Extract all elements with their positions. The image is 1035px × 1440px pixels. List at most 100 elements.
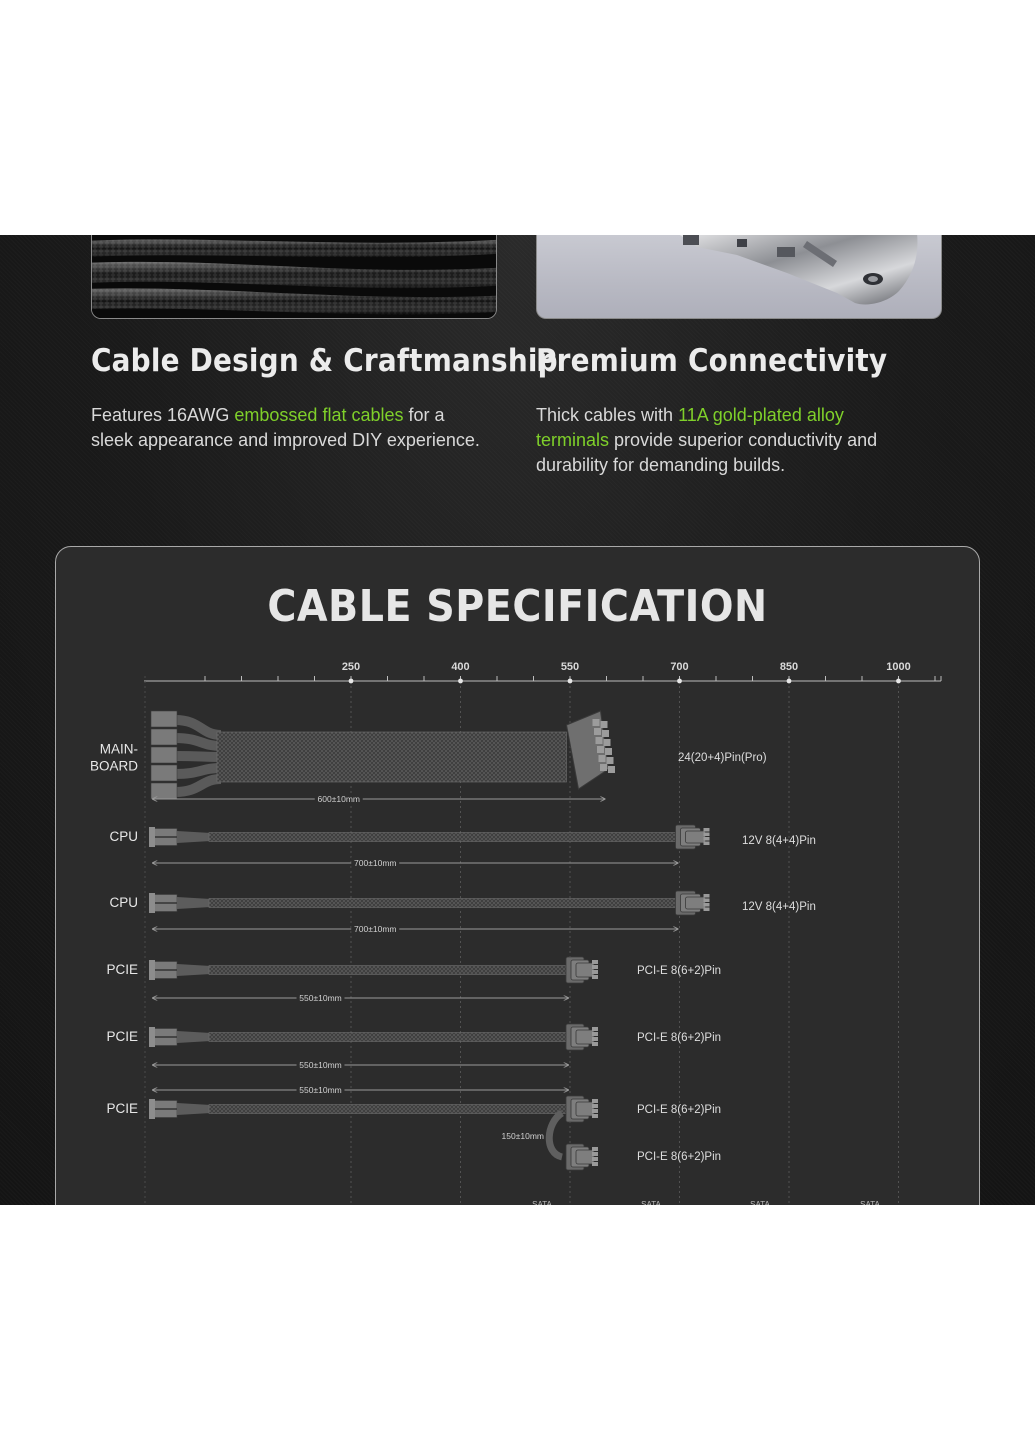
plug-pin-right <box>592 1147 598 1151</box>
plug-latch-left <box>149 1027 155 1047</box>
main-fanout-wire <box>174 733 222 751</box>
plug-pin-right <box>592 975 598 979</box>
cable-taper <box>177 897 211 909</box>
braided-cable-photo <box>91 235 497 319</box>
length-label: 700±10mm <box>354 858 396 868</box>
feature-title-connectivity: Premium Connectivity <box>536 343 888 379</box>
scale-major-dot <box>896 678 901 684</box>
main-connector-pin <box>606 757 614 764</box>
main-connector-pin <box>598 755 606 762</box>
main-connector-pin <box>595 737 603 744</box>
scale-major-dot <box>458 678 463 684</box>
length-label-bg <box>296 1084 345 1096</box>
length-label-bg <box>314 793 363 805</box>
feature-body-text: Thick cables with <box>536 405 679 425</box>
plug-housing-right <box>575 1101 595 1117</box>
plug-pin-right <box>592 1099 598 1103</box>
plug-housing-right <box>575 1029 595 1045</box>
length-label: 600±10mm <box>318 794 360 804</box>
feature-title-cable-design: Cable Design & Craftmanship <box>91 343 558 379</box>
cable-braid <box>209 1104 566 1114</box>
cable-category-label: BOARD <box>90 759 138 774</box>
length-label-bg <box>296 992 345 1004</box>
plug-pin-right <box>592 1157 598 1161</box>
plug-pin-right <box>592 1032 598 1036</box>
connector-label: 12V 8(4+4)Pin <box>742 901 816 913</box>
sata-label: SATA <box>750 1200 770 1205</box>
plug-pin-right <box>592 1104 598 1108</box>
scale-tick-label: 250 <box>342 661 360 673</box>
plug-pin-right <box>592 1114 598 1118</box>
connector-label: PCI-E 8(6+2)Pin <box>637 1104 721 1116</box>
main-connector-pin <box>603 739 611 746</box>
sata-label: SATA <box>860 1200 880 1205</box>
connector-label: PCI-E 8(6+2)Pin <box>637 965 721 977</box>
braided-cable-image <box>92 235 496 318</box>
cable-category-label: PCIE <box>106 962 138 977</box>
main-connector-pin <box>600 764 607 771</box>
plug-pin-right <box>703 841 710 845</box>
cable-taper <box>177 1103 211 1115</box>
length-label: 700±10mm <box>354 924 396 934</box>
feature-highlight: 11A gold-plated alloy terminals <box>536 405 844 450</box>
feature-body-text: Features 16AWG <box>91 405 235 425</box>
plug-pin-right <box>592 1037 598 1041</box>
sata-label: SATA <box>532 1200 552 1205</box>
scale-major-dot <box>677 678 682 684</box>
plug-housing-right <box>685 896 706 910</box>
main-fanout-wire <box>174 763 222 779</box>
length-label-bg <box>351 857 400 869</box>
cable-braid <box>209 965 566 975</box>
plug-pin-left <box>150 746 178 764</box>
connector-label: PCI-E 8(6+2)Pin <box>637 1032 721 1044</box>
sata-label: SATA <box>641 1200 661 1205</box>
plug-pin-right <box>592 1152 598 1156</box>
cable-category-label: CPU <box>109 895 138 910</box>
cable-braid <box>217 732 567 782</box>
feature-highlight: embossed flat cables <box>234 405 404 425</box>
extension-length-label: 150±10mm <box>502 1131 544 1141</box>
plug-latch-left <box>149 827 155 847</box>
dark-feature-band: Cable Design & Craftmanship Features 16A… <box>0 235 1035 1205</box>
plug-pin-left <box>150 728 178 746</box>
plug-housing-right <box>685 830 706 844</box>
scale-major-dot <box>567 678 573 684</box>
plug-pin-right <box>592 970 598 974</box>
main-connector-pin <box>608 766 615 773</box>
main-connector-pin <box>602 730 609 737</box>
plug-housing-right <box>575 962 595 978</box>
plug-pin-right <box>703 898 710 902</box>
cable-category-label: PCIE <box>106 1101 138 1116</box>
plug-pin-right <box>703 837 710 841</box>
plug-housing-right <box>575 1149 595 1165</box>
plug-pin-left <box>150 764 178 782</box>
connector-terminal-image <box>679 235 918 305</box>
cable-braid <box>209 898 676 908</box>
plug-pin-right <box>703 894 710 898</box>
scale-tick-label: 700 <box>670 661 688 673</box>
cable-category-label: CPU <box>109 829 138 844</box>
scale-tick-label: 1000 <box>886 661 910 673</box>
cable-braid <box>209 1032 566 1042</box>
scale-major-dot <box>786 678 792 684</box>
connector-label: 24(20+4)Pin(Pro) <box>678 752 767 764</box>
main-connector-pin <box>594 728 601 735</box>
cable-taper <box>177 1031 211 1043</box>
plug-pin-right <box>592 1027 598 1031</box>
feature-body-cable-design: Features 16AWG embossed flat cables for … <box>91 403 491 453</box>
connector-label: 12V 8(4+4)Pin <box>742 835 816 847</box>
length-label-bg <box>296 1059 345 1071</box>
plug-pin-right <box>703 832 710 836</box>
main-connector-pin <box>600 721 608 728</box>
plug-pin-right <box>592 965 598 969</box>
cable-taper <box>177 964 211 976</box>
scale-tick-label: 400 <box>451 661 469 673</box>
cable-category-label: MAIN- <box>100 742 138 757</box>
plug-pin-right <box>703 828 710 832</box>
feature-body-text: for a sleek appearance and improved DIY … <box>91 405 480 450</box>
plug-pin-right <box>592 1042 598 1046</box>
main-fanout-wire <box>174 751 222 762</box>
cable-braid <box>209 832 676 842</box>
scale-tick-label: 850 <box>780 661 798 673</box>
